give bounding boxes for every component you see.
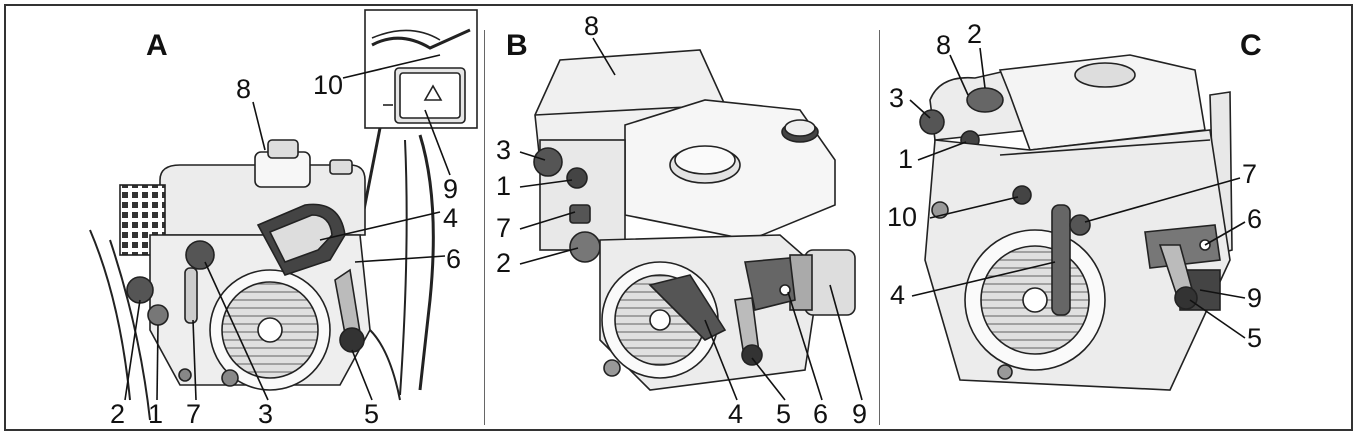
panel-c-callout: 2 <box>967 19 983 49</box>
panel-a-callout: 2 <box>110 399 126 429</box>
panel-c-callout: 7 <box>1242 159 1258 189</box>
panel-c-callout: 4 <box>890 280 906 310</box>
panel-a-engine <box>89 9 478 421</box>
panel-a-callout: 9 <box>443 174 459 204</box>
panel-a-callout: 3 <box>258 399 274 429</box>
panel-b-callout: 3 <box>496 135 512 165</box>
panel-letter-c: C <box>1240 29 1262 62</box>
panel-b-callout: 9 <box>852 399 868 429</box>
panel-divider-ab <box>484 30 485 425</box>
panel-divider-bc <box>879 30 880 425</box>
panel-c-callout: 8 <box>936 30 952 60</box>
panel-c-callout: 10 <box>887 202 918 232</box>
panel-b-callout: 6 <box>813 399 829 429</box>
panel-c-callout: 6 <box>1247 204 1263 234</box>
panel-c-callout: 3 <box>889 83 905 113</box>
panel-a-callout: 10 <box>313 70 344 100</box>
panel-a-callout: 5 <box>364 399 380 429</box>
panel-b-engine <box>533 49 856 391</box>
panel-b-callout: 1 <box>496 171 512 201</box>
panel-b-callout: 4 <box>728 399 744 429</box>
panel-a-callout: 7 <box>186 399 202 429</box>
panel-a-callout: 4 <box>443 203 459 233</box>
panel-a-leaders <box>124 54 451 401</box>
panel-a-callout: 6 <box>446 244 462 274</box>
panel-b-callout: 5 <box>776 399 792 429</box>
panel-letter-b: B <box>506 29 528 62</box>
panel-b-callout: 7 <box>496 213 512 243</box>
panel-b-callout: 8 <box>584 11 600 41</box>
panel-c-leaders <box>909 47 1246 339</box>
panel-b-callout: 2 <box>496 248 512 278</box>
panel-letter-a: A <box>146 29 168 62</box>
panel-b-leaders <box>519 37 863 401</box>
panel-c-callout: 5 <box>1247 323 1263 353</box>
panel-c-callout: 1 <box>898 144 914 174</box>
panel-a-callout: 8 <box>236 74 252 104</box>
panel-c-engine <box>919 54 1233 391</box>
panel-a-callout: 1 <box>148 399 164 429</box>
panel-c-callout: 9 <box>1247 283 1263 313</box>
